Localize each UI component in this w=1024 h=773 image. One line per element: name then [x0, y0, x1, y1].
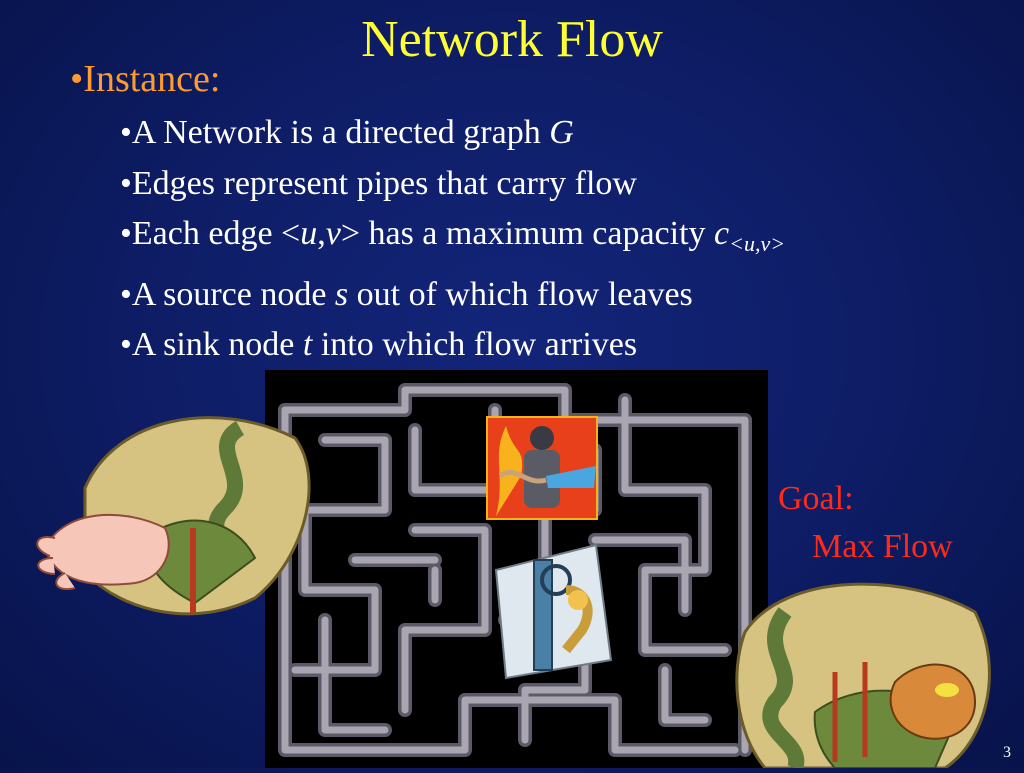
- bullet-source: •A source node s out of which flow leave…: [120, 275, 693, 313]
- bullet-capacity: •Each edge <u,v> has a maximum capacity …: [120, 215, 786, 256]
- goal-text: Goal: Max Flow: [778, 475, 953, 571]
- page-number: 3: [1003, 744, 1011, 761]
- head-in-tube-icon: [725, 572, 995, 771]
- valve-wrench-icon: [486, 540, 614, 680]
- instance-label: •Instance:: [70, 58, 221, 100]
- hand-in-tube-icon: [25, 398, 315, 623]
- goal-label: Goal:: [778, 480, 854, 517]
- bullet-sink: •A sink node t into which flow arrives: [120, 326, 638, 363]
- goal-value: Max Flow: [812, 528, 953, 565]
- bullet-edges: •Edges represent pipes that carry flow: [120, 164, 637, 202]
- slide-title: Network Flow: [361, 11, 663, 68]
- firefighter-hose-icon: [484, 414, 600, 522]
- bullet-network: •A Network is a directed graph G: [120, 114, 574, 151]
- bullet-list: •A Network is a directed graph G •Edges …: [120, 108, 785, 371]
